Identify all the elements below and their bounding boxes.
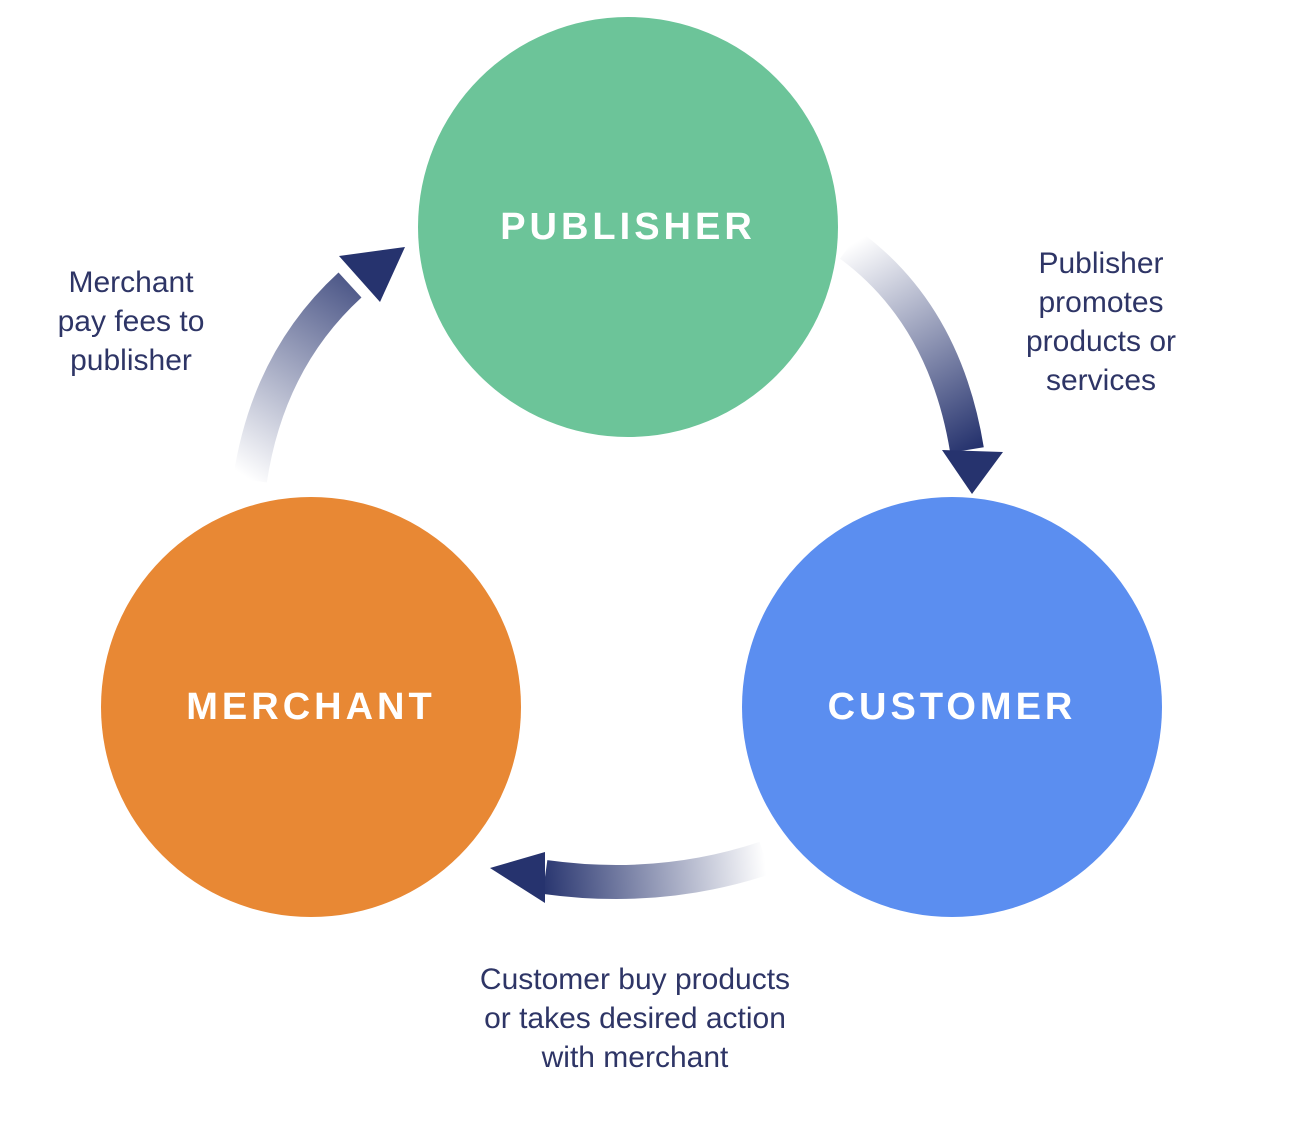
publisher-node: PUBLISHER xyxy=(418,17,838,437)
arrow-customer-to-merchant-head xyxy=(490,852,545,903)
arrow-publisher-to-customer-shaft xyxy=(839,231,984,453)
caption-line: or takes desired action xyxy=(484,1002,786,1035)
caption-customer-buy: Customer buy products or takes desired a… xyxy=(420,960,850,1077)
arrow-merchant-to-publisher-head xyxy=(339,247,405,302)
arrow-customer-to-merchant xyxy=(490,841,771,903)
arrow-merchant-to-publisher xyxy=(233,247,405,483)
caption-line: Merchant xyxy=(68,266,194,299)
customer-node: CUSTOMER xyxy=(742,497,1162,917)
merchant-node: MERCHANT xyxy=(101,497,521,917)
merchant-label: MERCHANT xyxy=(186,685,436,728)
arrow-publisher-to-customer-head xyxy=(942,450,1003,494)
arrow-publisher-to-customer xyxy=(839,231,1003,494)
caption-publisher-promotes: Publisher promotes products or services xyxy=(990,244,1212,400)
caption-line: products or xyxy=(1025,325,1177,358)
caption-line: publisher xyxy=(70,344,192,377)
caption-line: Customer buy products xyxy=(479,963,791,996)
caption-line: Publisher xyxy=(1038,247,1164,280)
caption-line: with merchant xyxy=(541,1041,729,1074)
customer-label: CUSTOMER xyxy=(827,685,1077,728)
caption-line: services xyxy=(1045,364,1157,397)
arrow-customer-to-merchant-shaft xyxy=(542,841,771,899)
caption-merchant-pay-fees: Merchant pay fees to publisher xyxy=(20,263,242,380)
arrow-merchant-to-publisher-shaft xyxy=(233,272,362,483)
publisher-label: PUBLISHER xyxy=(500,205,756,248)
caption-line: promotes xyxy=(1038,286,1164,319)
caption-line: pay fees to xyxy=(57,305,205,338)
